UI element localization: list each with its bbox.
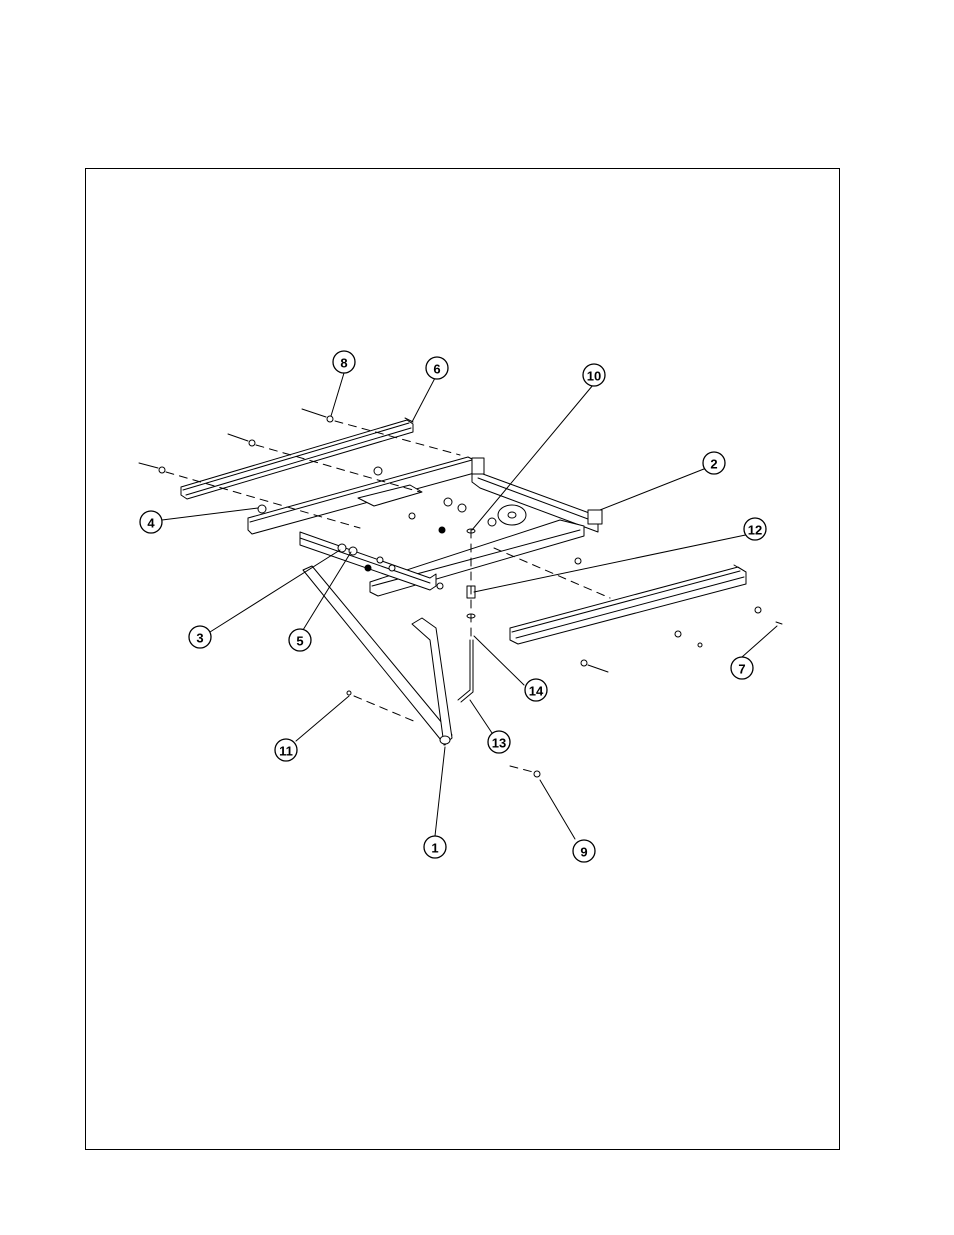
- callout-circles: [140, 351, 766, 862]
- callout-7-label: 7: [738, 662, 745, 677]
- callout-11-label: 11: [279, 744, 293, 759]
- main-frame-part: [248, 457, 602, 596]
- callout-4-label: 4: [147, 516, 155, 531]
- callout-13-label: 13: [492, 736, 506, 751]
- callout-3-label: 3: [196, 631, 203, 646]
- callout-5-label: 5: [296, 634, 303, 649]
- handle-part: [458, 640, 473, 702]
- callout-6-label: 6: [433, 362, 440, 377]
- callout-9-label: 9: [580, 845, 587, 860]
- callout-12-label: 12: [748, 523, 762, 538]
- callout-14-label: 14: [529, 684, 544, 699]
- callout-8-label: 8: [340, 356, 347, 371]
- callout-2-label: 2: [710, 457, 717, 472]
- callout-10-label: 10: [587, 369, 601, 384]
- callout-1-label: 1: [431, 841, 438, 856]
